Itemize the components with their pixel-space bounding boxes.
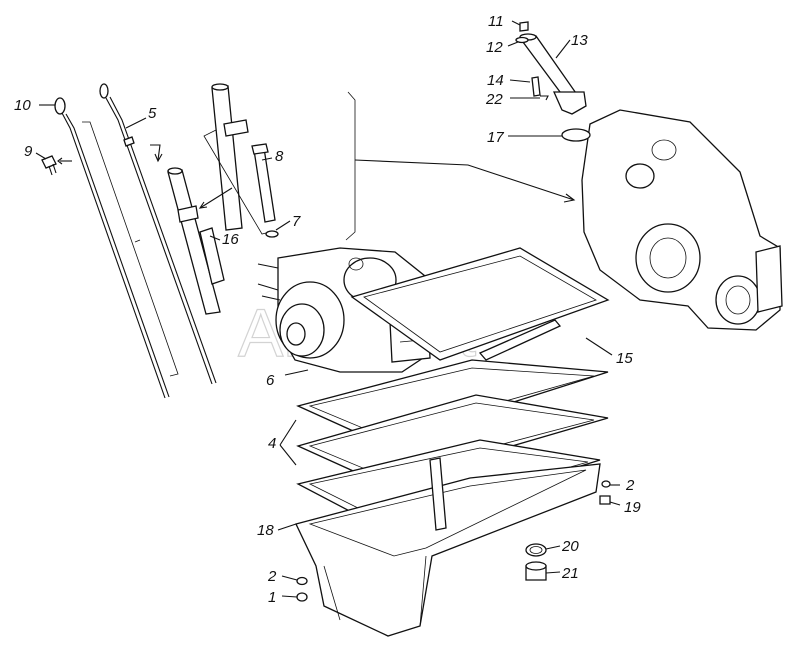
callout-7: 7 xyxy=(292,213,301,230)
leader-lines xyxy=(35,20,621,598)
callout-12: 12 xyxy=(486,39,503,56)
tube-8 xyxy=(251,143,276,223)
callout-17: 17 xyxy=(487,129,504,146)
oil-pan-18 xyxy=(295,457,601,637)
callout-22: 22 xyxy=(485,91,503,108)
gasket-15 xyxy=(350,247,610,361)
bracket-mark xyxy=(134,239,141,243)
bracket-left xyxy=(82,121,179,377)
callout-6: 6 xyxy=(266,372,275,389)
bracket-right xyxy=(345,91,356,241)
filler-tube-13 xyxy=(518,33,587,115)
o-ring-7 xyxy=(265,230,279,238)
callout-18: 18 xyxy=(257,522,274,539)
bolt-19 xyxy=(599,495,611,505)
callout-15: 15 xyxy=(616,350,633,367)
arrow-b-head xyxy=(198,201,208,209)
cap-11 xyxy=(519,21,529,32)
dipstick-5 xyxy=(99,83,217,385)
callout-2-right: 2 xyxy=(625,477,635,494)
callout-14: 14 xyxy=(487,72,504,89)
callout-20: 20 xyxy=(561,538,579,555)
callout-5: 5 xyxy=(148,105,157,122)
callout-19: 19 xyxy=(624,499,641,516)
callout-9: 9 xyxy=(24,143,33,160)
arrow-a-head xyxy=(154,153,163,163)
arrow-c xyxy=(354,159,575,201)
washer-22 xyxy=(540,95,549,101)
bolt-14 xyxy=(531,76,541,97)
seal-ring-20 xyxy=(525,543,547,557)
callout-4: 4 xyxy=(268,435,276,452)
callout-13: 13 xyxy=(571,32,588,49)
guide-tube-upper xyxy=(211,83,249,231)
guide-tube-lower xyxy=(167,167,225,315)
callout-21: 21 xyxy=(561,565,579,582)
screw-9 xyxy=(41,155,72,176)
nut-1 xyxy=(296,592,308,602)
callout-16: 16 xyxy=(222,231,239,248)
gear-housing xyxy=(581,109,783,331)
washer-2-right xyxy=(601,480,611,488)
arrow-b xyxy=(199,187,233,209)
callout-2-left: 2 xyxy=(267,568,277,585)
callout-1: 1 xyxy=(268,589,276,606)
washer-2-left xyxy=(296,576,308,586)
arrow-c-head xyxy=(563,193,576,203)
gasket-17 xyxy=(561,128,591,142)
arrow-a xyxy=(150,144,161,161)
callout-8: 8 xyxy=(275,148,284,165)
callout-10: 10 xyxy=(14,97,31,114)
callout-11: 11 xyxy=(488,13,504,30)
dipstick-10 xyxy=(54,97,170,399)
washer-12 xyxy=(515,36,529,44)
